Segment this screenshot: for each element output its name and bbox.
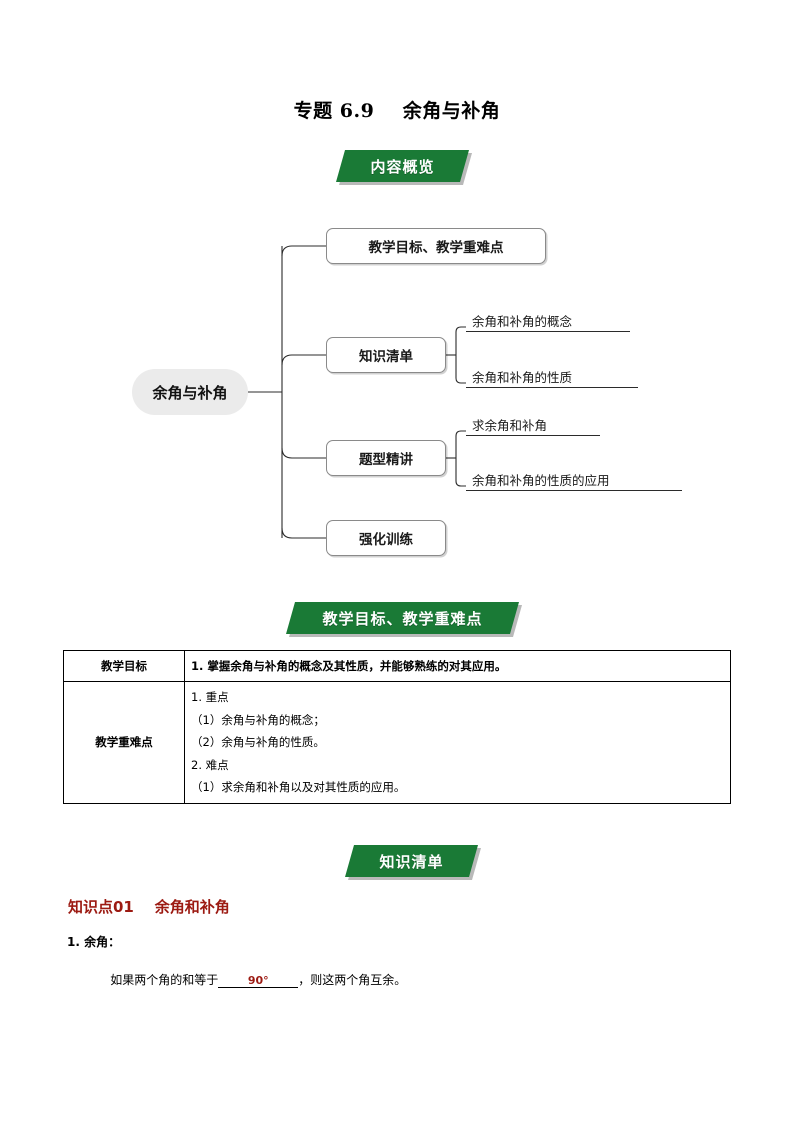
- mindmap-root-node[interactable]: 余角与补角: [132, 369, 248, 415]
- mindmap-branch-knowledge-list[interactable]: 知识清单: [326, 337, 446, 373]
- mindmap-leaf-label: 余角和补角的性质: [472, 370, 573, 385]
- blank-answer-value: 90°: [218, 974, 299, 988]
- mindmap-branch-label: 教学目标、教学重难点: [368, 240, 504, 256]
- mindmap-branch-problem-types[interactable]: 题型精讲: [326, 440, 446, 476]
- mindmap-leaf-label: 求余角和补角: [472, 418, 548, 433]
- mindmap-leaf-label: 余角和补角的性质的应用: [472, 473, 610, 488]
- teaching-goals-table: 教学目标 1. 掌握余角与补角的概念及其性质，并能够熟练的对其应用。 教学重难点…: [63, 649, 731, 804]
- table-cell-line: （2）余角与补角的性质。: [191, 735, 325, 750]
- banner-label: 知识清单: [379, 852, 444, 871]
- mindmap-branch-label: 知识清单: [359, 349, 413, 365]
- banner-content-overview: 内容概览: [336, 150, 469, 182]
- banner-teaching-goals: 教学目标、教学重难点: [286, 602, 519, 634]
- mindmap-branch-label: 题型精讲: [359, 452, 413, 468]
- mindmap-branch-training[interactable]: 强化训练: [326, 520, 446, 556]
- table-cell-line: 1. 重点: [191, 690, 229, 705]
- table-row-label: 教学目标: [63, 649, 185, 683]
- mindmap-connectors: [248, 245, 466, 539]
- table-row-label: 教学重难点: [63, 681, 185, 804]
- table-cell-line: 1. 掌握余角与补角的概念及其性质，并能够熟练的对其应用。: [191, 659, 507, 673]
- mindmap-leaf-find-angles[interactable]: 求余角和补角: [466, 414, 600, 436]
- table-cell-line: （1）余角与补角的概念；: [191, 712, 325, 727]
- table-row-content: 1. 掌握余角与补角的概念及其性质，并能够熟练的对其应用。: [184, 649, 731, 683]
- mindmap-diagram: 余角与补角 教学目标、教学重难点 知识清单 余角和补角的概念 余角和补角的性质 …: [0, 210, 794, 570]
- mindmap-branch-teaching-goals[interactable]: 教学目标、教学重难点: [326, 228, 546, 264]
- table-row-content: 1. 重点 （1）余角与补角的概念； （2）余角与补角的性质。 2. 难点 （1…: [184, 681, 731, 804]
- mindmap-branch-label: 强化训练: [359, 532, 413, 548]
- sentence-after-blank: ，则这两个角互余。: [298, 973, 407, 987]
- mindmap-leaf-label: 余角和补角的概念: [472, 314, 573, 329]
- table-cell-line: （1）求余角和补角以及对其性质的应用。: [191, 780, 406, 795]
- table-row: 教学目标 1. 掌握余角与补角的概念及其性质，并能够熟练的对其应用。: [63, 649, 731, 683]
- knowledge-point-heading: 知识点01 余角和补角: [68, 898, 230, 916]
- mindmap-leaf-concept[interactable]: 余角和补角的概念: [466, 310, 630, 332]
- knowledge-item-label: 1. 余角：: [67, 935, 121, 949]
- banner-label: 教学目标、教学重难点: [322, 609, 483, 628]
- banner-knowledge-list: 知识清单: [345, 845, 478, 877]
- mindmap-root-label: 余角与补角: [152, 383, 228, 402]
- sentence-before-blank: 如果两个角的和等于: [110, 973, 219, 987]
- mindmap-leaf-property[interactable]: 余角和补角的性质: [466, 366, 638, 388]
- mindmap-leaf-property-application[interactable]: 余角和补角的性质的应用: [466, 469, 682, 491]
- banner-label: 内容概览: [370, 157, 435, 176]
- fill-in-blank[interactable]: 90°: [218, 973, 299, 988]
- table-cell-line: 2. 难点: [191, 757, 229, 772]
- table-row: 教学重难点 1. 重点 （1）余角与补角的概念； （2）余角与补角的性质。 2.…: [63, 681, 731, 804]
- page-title: 专题 6.9 余角与补角: [293, 100, 501, 122]
